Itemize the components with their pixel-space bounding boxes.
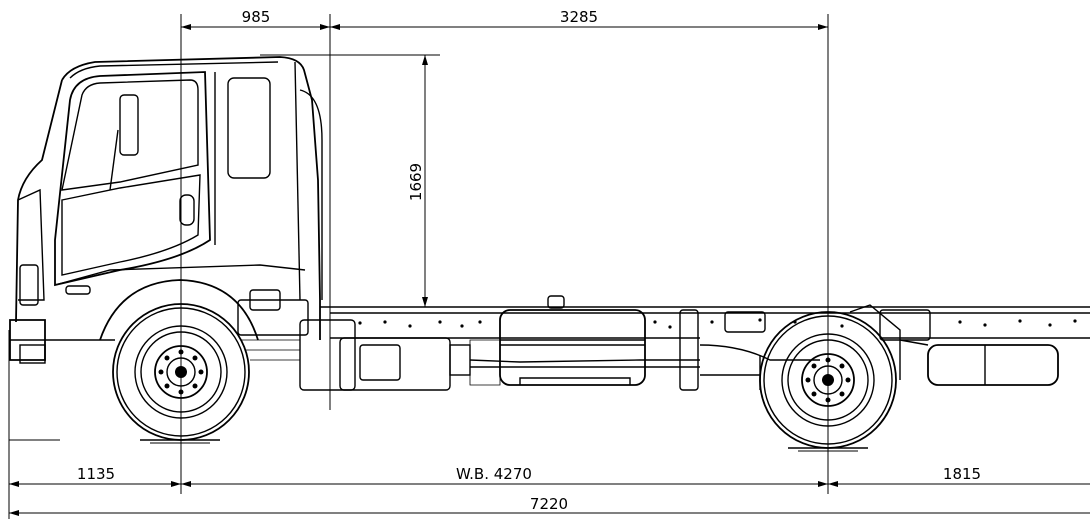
dim-985-label: 985 — [242, 8, 271, 26]
fuel-tank — [469, 295, 646, 386]
dim-wheelbase-label: W.B. 4270 — [456, 465, 532, 483]
chassis-frame — [320, 306, 1090, 339]
dim-1669-label: 1669 — [407, 163, 425, 201]
dim-7220-label: 7220 — [530, 495, 568, 513]
dim-3285-label: 3285 — [560, 8, 598, 26]
cab — [9, 56, 323, 364]
dim-1815-label: 1815 — [943, 465, 981, 483]
front-wheel — [112, 303, 250, 444]
rear-components — [679, 304, 1059, 391]
dim-1135-label: 1135 — [77, 465, 115, 483]
rear-wheel — [759, 311, 897, 452]
